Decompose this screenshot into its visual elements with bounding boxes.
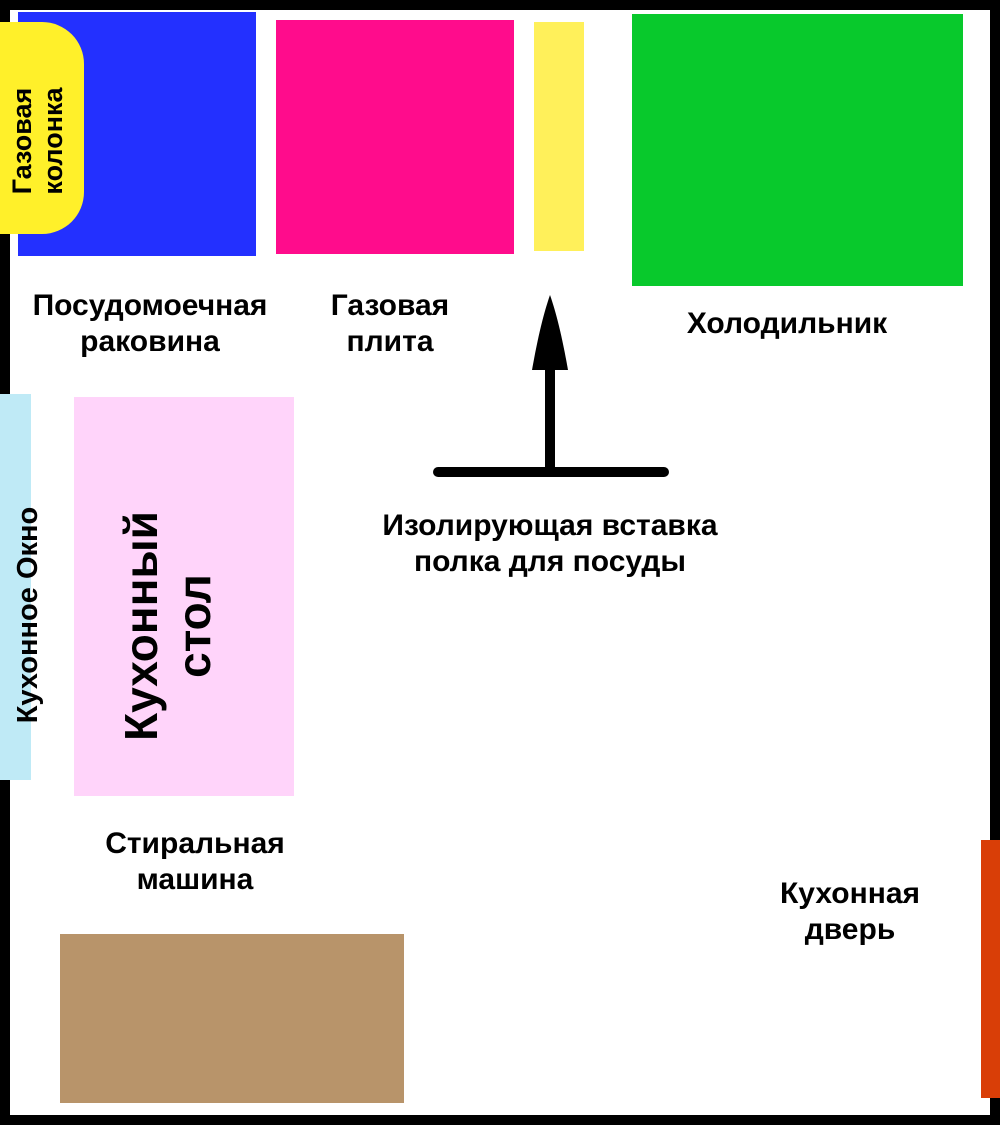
fridge-block — [632, 14, 963, 286]
fridge-label: Холодильник — [686, 307, 888, 340]
window-label: Кухонное Окно — [12, 506, 44, 724]
stove-block — [276, 20, 514, 254]
window-block — [0, 394, 31, 780]
sink-label: Посудомоечная раковина — [32, 289, 268, 358]
door-label: Кухонная дверь — [779, 877, 921, 946]
washer-label: Стиральная машина — [105, 827, 285, 896]
washer-block — [60, 934, 404, 1103]
table-label: Кухонный стол — [115, 511, 220, 741]
insert-shelf-label: Изолирующая вставка полка для посуды — [382, 509, 718, 578]
gas-heater-block — [0, 22, 84, 234]
insert-shelf-block — [534, 22, 584, 251]
door-block — [981, 840, 1000, 1098]
stove-label: Газовая плита — [330, 289, 450, 358]
table-block — [74, 397, 294, 796]
